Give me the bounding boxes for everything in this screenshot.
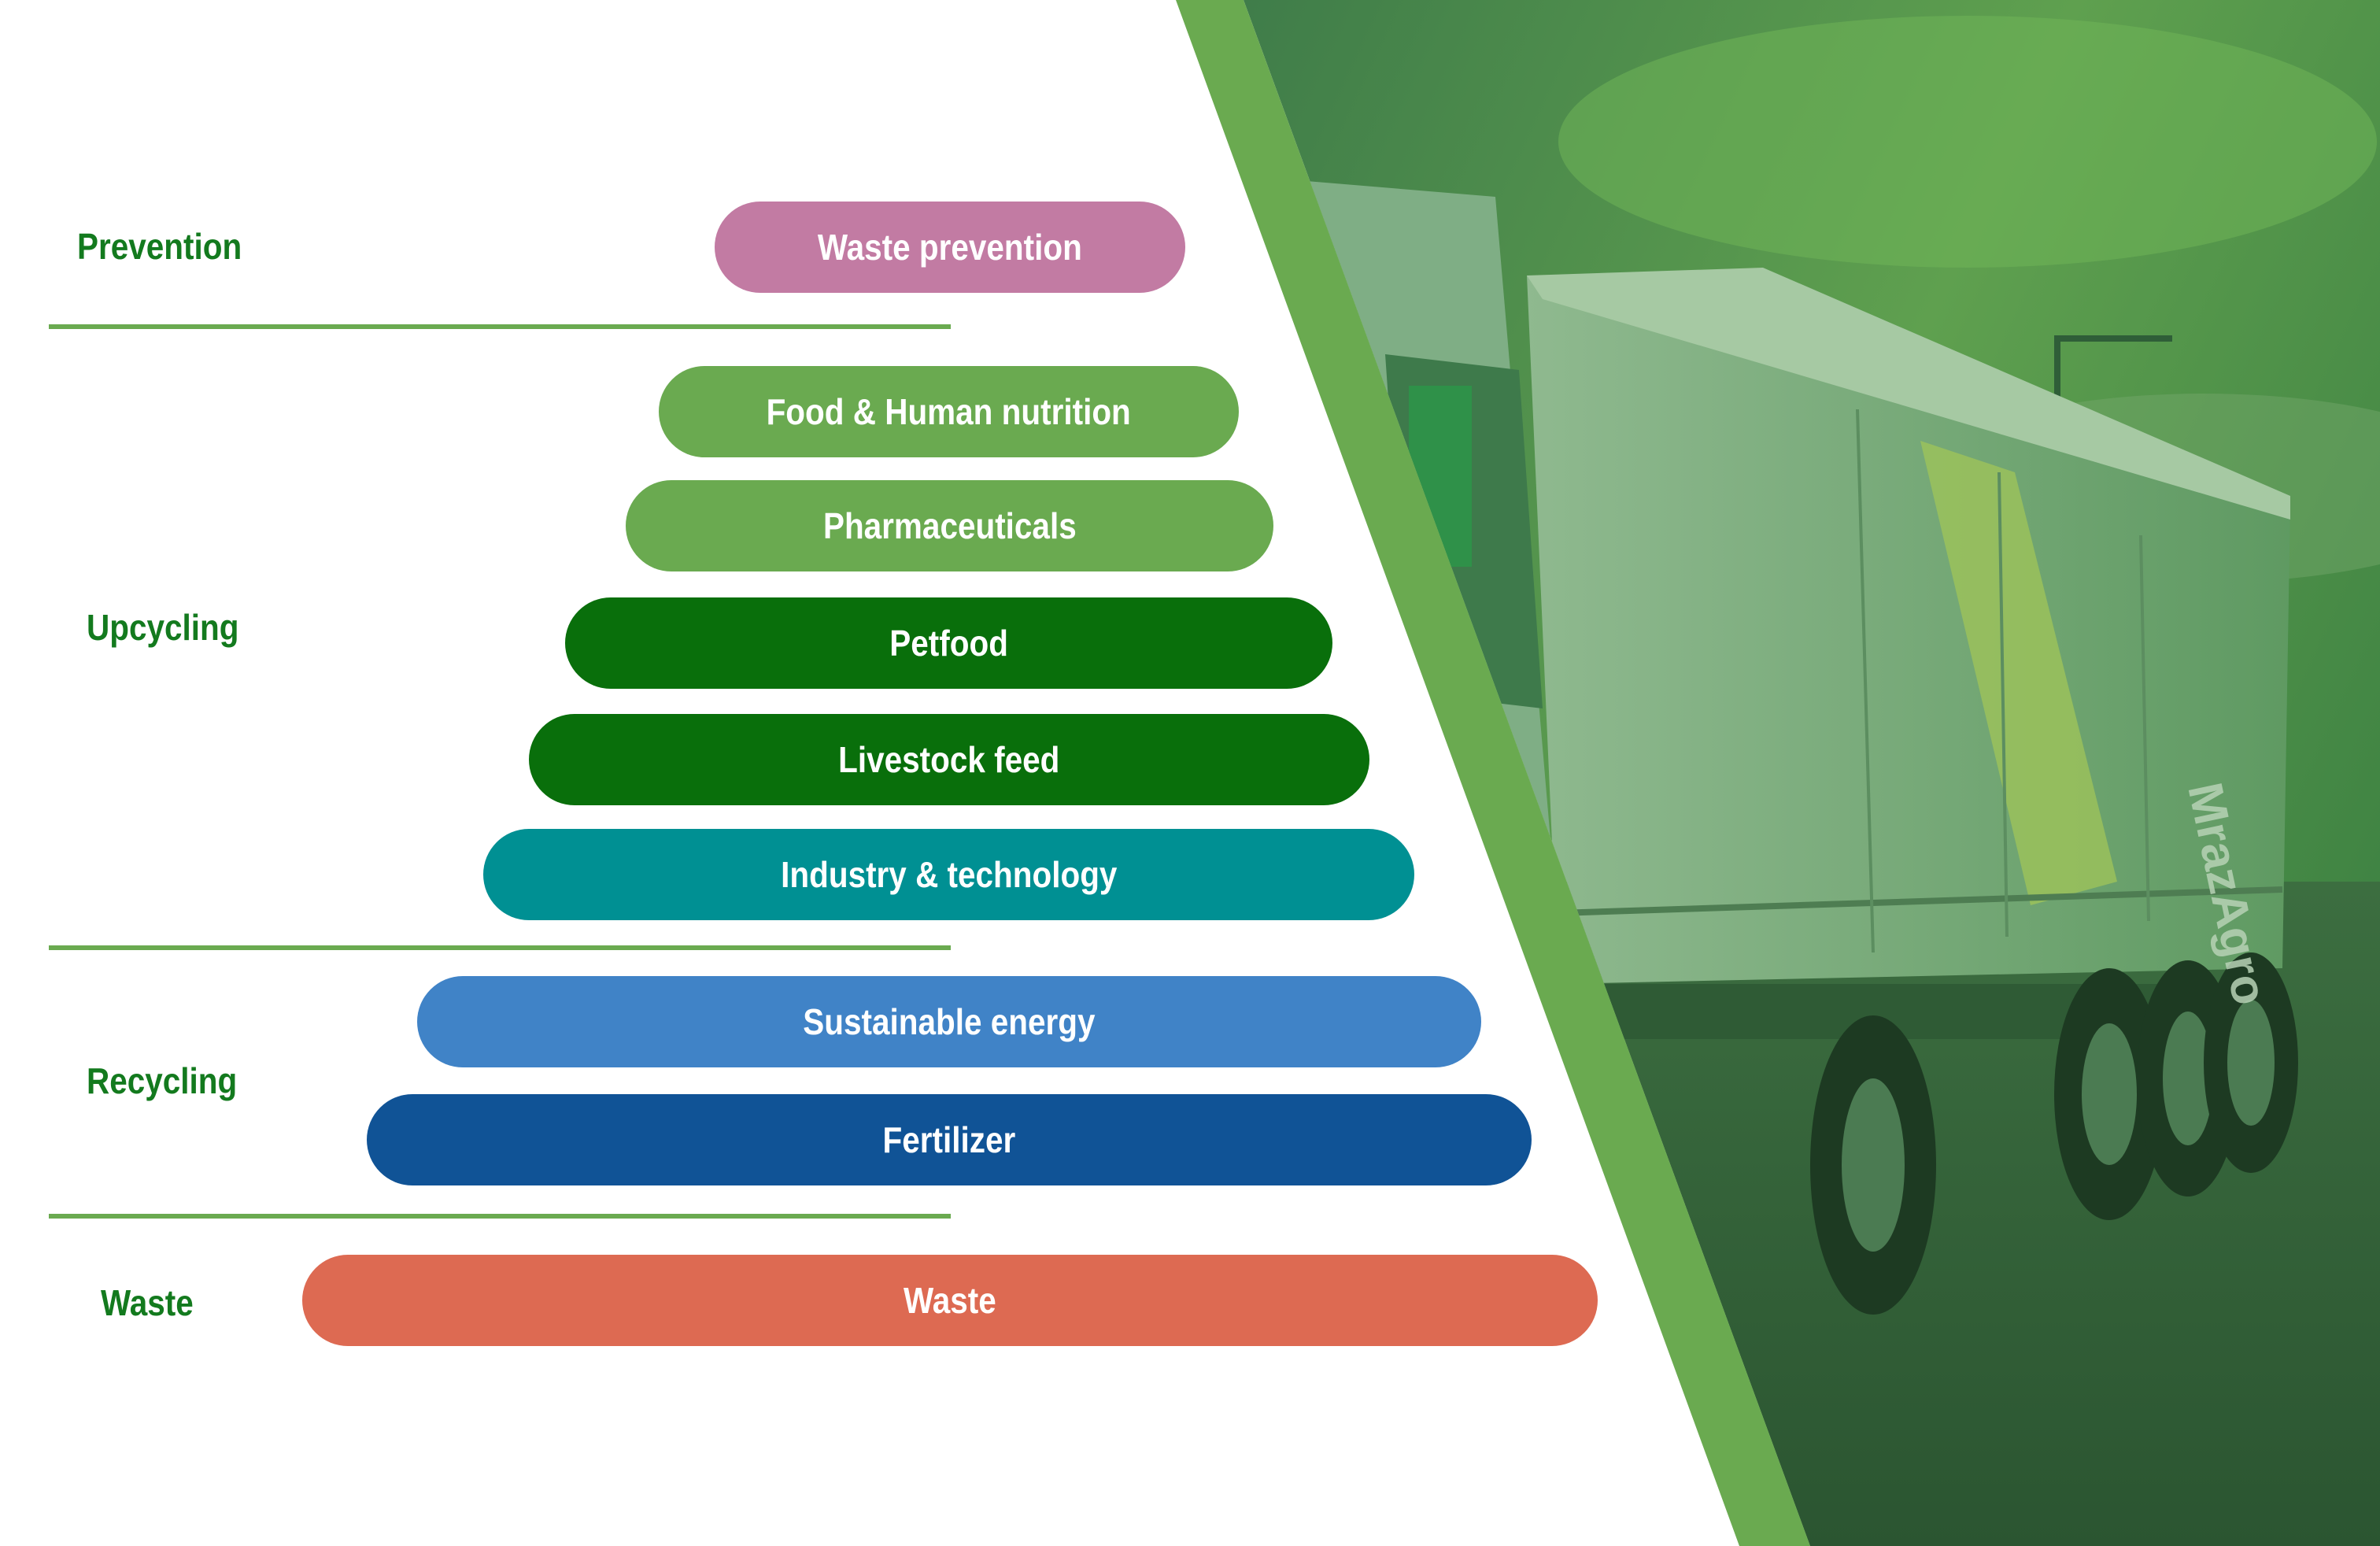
level-petfood: Petfood bbox=[565, 597, 1332, 689]
level-waste: Waste bbox=[302, 1255, 1598, 1346]
level-waste-prevention: Waste prevention bbox=[715, 202, 1185, 293]
level-sustainable-energy: Sustainable energy bbox=[417, 976, 1481, 1067]
divider-recycling-waste bbox=[49, 1214, 951, 1219]
level-food-human-nutrition: Food & Human nutrition bbox=[659, 366, 1239, 457]
diagonal-stripe bbox=[1176, 0, 1810, 1546]
category-prevention: Prevention bbox=[77, 226, 242, 267]
category-upcycling: Upcycling bbox=[87, 607, 239, 648]
divider-prevention-upcycling bbox=[49, 324, 951, 329]
divider-upcycling-recycling bbox=[49, 945, 951, 950]
level-livestock-feed: Livestock feed bbox=[529, 714, 1369, 805]
category-waste: Waste bbox=[101, 1282, 194, 1323]
level-industry-technology: Industry & technology bbox=[483, 829, 1414, 920]
level-fertilizer: Fertilizer bbox=[367, 1094, 1532, 1185]
level-pharmaceuticals: Pharmaceuticals bbox=[626, 480, 1273, 571]
category-recycling: Recycling bbox=[87, 1060, 238, 1101]
